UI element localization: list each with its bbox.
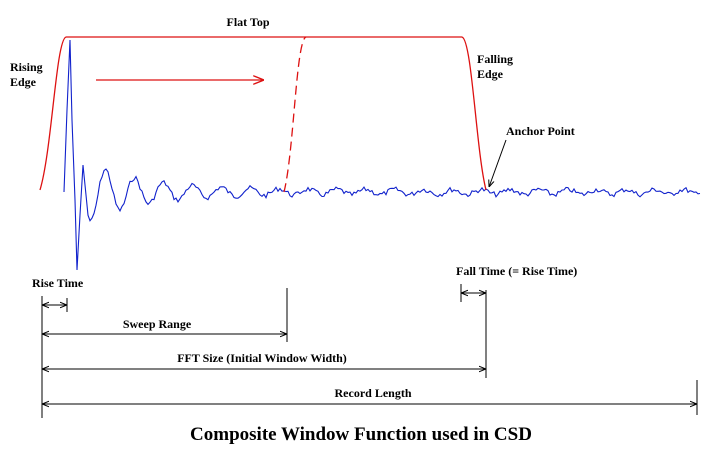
sweep-range-label: Sweep Range	[123, 317, 192, 331]
flat-top-label: Flat Top	[226, 15, 269, 29]
shifted-rising-edge-curve	[283, 36, 307, 193]
rising-edge-label-line2: Edge	[10, 75, 37, 89]
anchor-point-label: Anchor Point	[506, 124, 575, 138]
fall-time-label: Fall Time (= Rise Time)	[456, 264, 577, 278]
rising-edge-label-line1: Rising	[10, 60, 43, 74]
rise-time-label: Rise Time	[32, 276, 84, 290]
anchor-point-pointer	[489, 139, 507, 187]
fft-size-label: FFT Size (Initial Window Width)	[177, 351, 347, 365]
falling-edge-curve	[461, 36, 487, 191]
response-signal-trace	[63, 39, 701, 271]
rising-edge-curve	[39, 36, 67, 191]
record-length-label: Record Length	[335, 386, 412, 400]
falling-edge-label-line2: Edge	[477, 67, 504, 81]
falling-edge-label-line1: Falling	[477, 52, 513, 66]
figure-caption: Composite Window Function used in CSD	[190, 424, 532, 445]
